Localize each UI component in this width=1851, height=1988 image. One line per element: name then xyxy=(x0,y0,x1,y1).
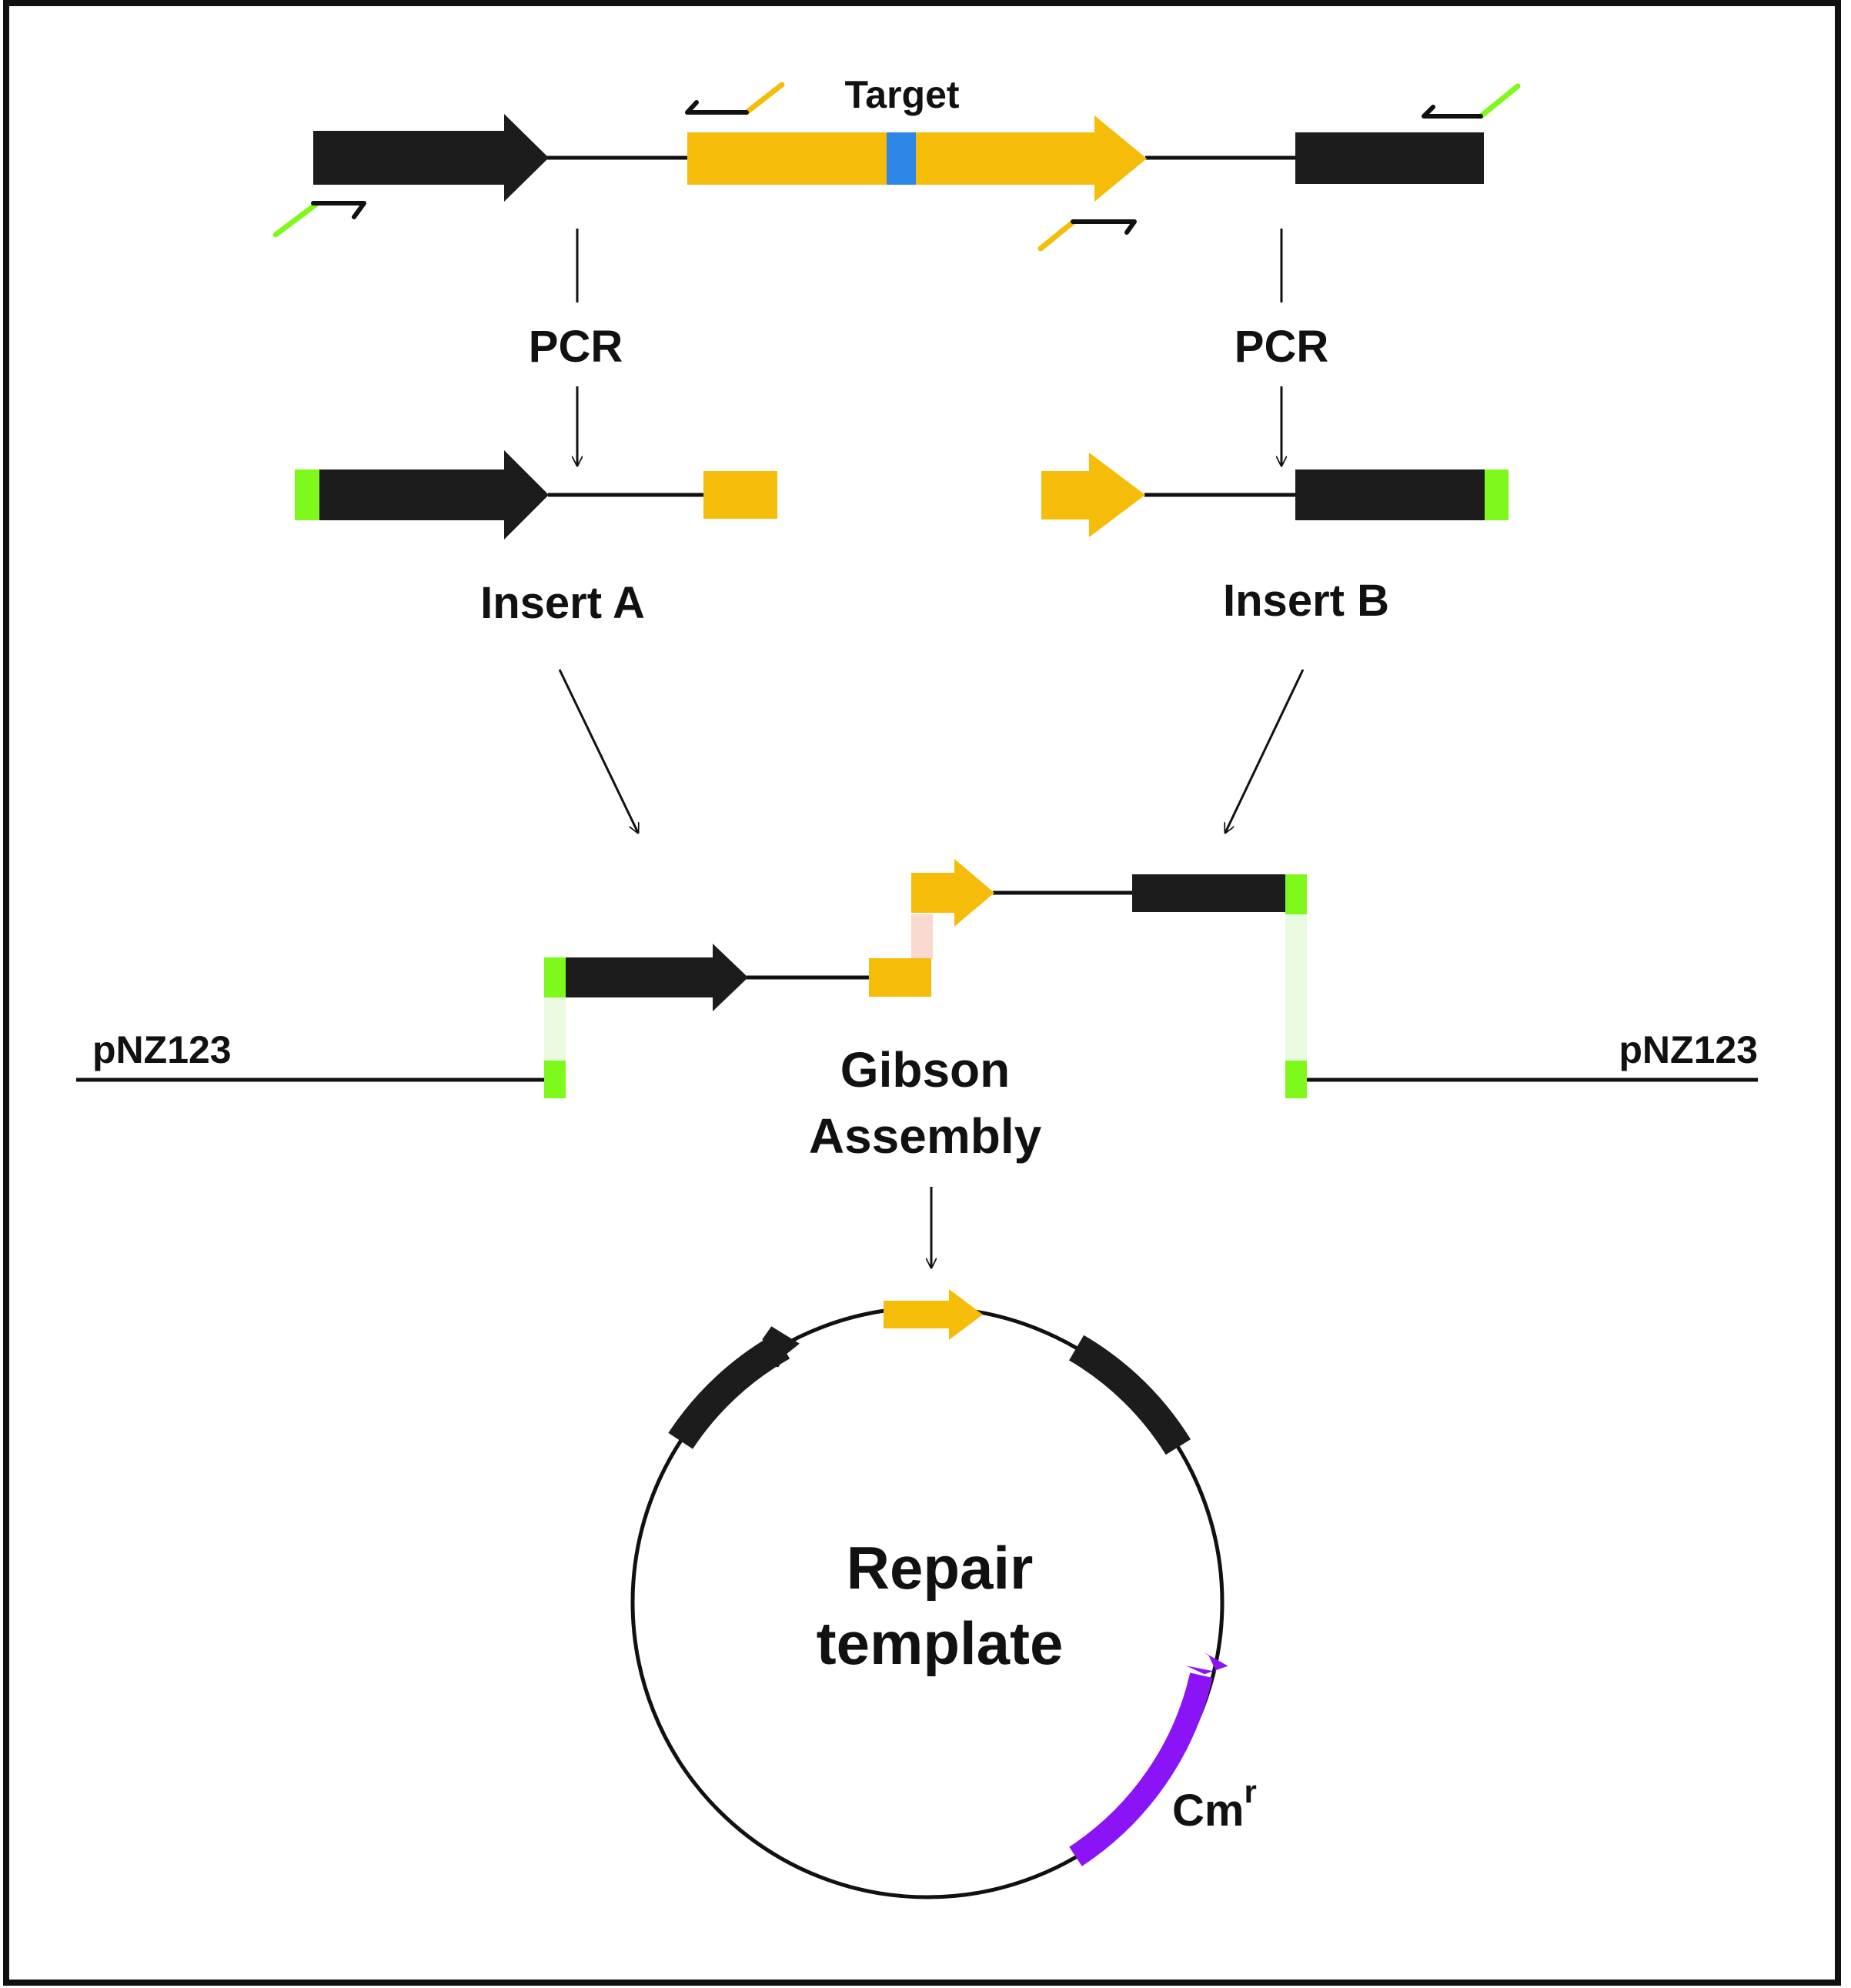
insert-a-diagram xyxy=(295,450,777,540)
insert-a-target-overlap xyxy=(703,471,777,519)
vector-right-overlap xyxy=(1285,1061,1307,1098)
plasmid-cm-marker-head xyxy=(1186,1652,1228,1675)
insert-a-label: Insert A xyxy=(480,578,645,628)
pcr-left-label: PCR xyxy=(529,322,623,372)
assembly-insert-b-gene xyxy=(1132,874,1288,912)
insert-a-to-assembly-arrow xyxy=(558,669,638,833)
downstream-gene xyxy=(1295,132,1484,184)
genomic-locus xyxy=(313,114,1484,202)
gibson-assembly-layout xyxy=(76,859,1758,1098)
gibson-label-line2: Assembly xyxy=(809,1108,1042,1164)
plasmid-upstream-arm-head xyxy=(762,1326,800,1368)
insert-b-vector-overlap xyxy=(1485,469,1509,520)
cm-marker-label: Cmr xyxy=(1172,1773,1257,1836)
overlap-bridge-right xyxy=(1285,914,1307,1061)
assembly-insert-a-gene xyxy=(566,944,748,1011)
insert-b-target-overlap xyxy=(1041,453,1145,537)
upstream-gene xyxy=(313,114,549,202)
cm-marker-label-superscript: r xyxy=(1244,1773,1256,1809)
assembly-insert-b-target-overlap xyxy=(911,859,994,927)
overlap-bridge-center xyxy=(911,914,933,959)
primer-b-forward xyxy=(1037,219,1137,252)
cm-marker-label-base: Cm xyxy=(1172,1786,1244,1836)
plasmid-target-fragment xyxy=(884,1289,983,1340)
vector-left-overlap xyxy=(544,1061,566,1098)
target-gene xyxy=(687,115,1147,202)
insert-b-label: Insert B xyxy=(1223,576,1389,626)
target-site xyxy=(887,132,916,185)
repair-template-plasmid xyxy=(630,1289,1228,1899)
figure-frame xyxy=(3,0,1841,1986)
repair-label-line1: Repair xyxy=(847,1534,1034,1602)
vector-left-label: pNZ123 xyxy=(92,1028,232,1071)
insert-a-vector-overlap xyxy=(295,469,319,520)
insert-b-to-assembly-arrow xyxy=(1225,669,1305,833)
plasmid-upstream-arm xyxy=(668,1333,790,1449)
primer-a-reverse xyxy=(685,82,785,115)
gibson-label-line1: Gibson xyxy=(840,1042,1010,1098)
insert-a-upstream-gene xyxy=(319,450,549,540)
overlap-bridge-left xyxy=(544,997,566,1061)
vector-right-label: pNZ123 xyxy=(1619,1028,1758,1071)
assembly-insert-a-overlap xyxy=(544,957,566,997)
plasmid-downstream-arm xyxy=(1068,1335,1191,1455)
insert-b-downstream-gene xyxy=(1295,469,1486,520)
assembly-insert-a-target-overlap xyxy=(869,958,931,997)
assembly-insert-b-overlap xyxy=(1285,874,1307,914)
primer-a-forward xyxy=(272,201,366,238)
plasmid-cm-marker xyxy=(1069,1672,1213,1866)
target-label: Target xyxy=(844,73,959,116)
pcr-right-label: PCR xyxy=(1235,322,1328,372)
insert-b-diagram xyxy=(1041,453,1509,537)
repair-label-line2: template xyxy=(817,1609,1064,1677)
primer-b-reverse xyxy=(1422,83,1521,119)
